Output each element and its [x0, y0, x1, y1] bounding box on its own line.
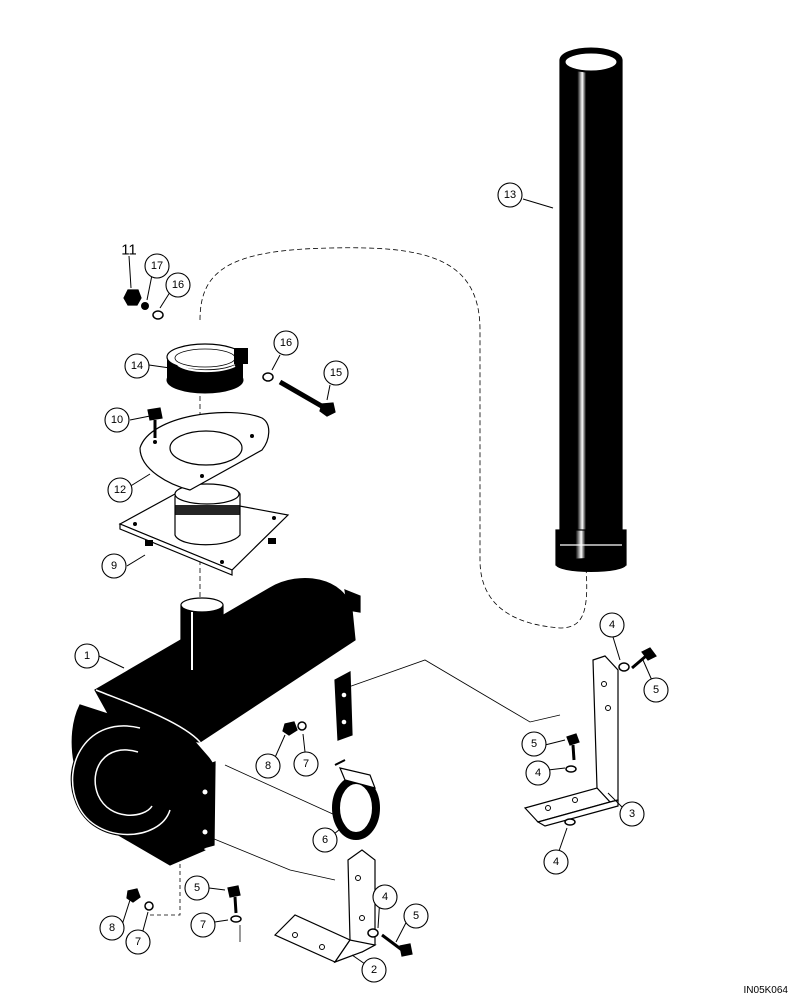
svg-text:5: 5 — [413, 910, 419, 922]
svg-text:7: 7 — [135, 936, 141, 948]
svg-text:15: 15 — [330, 367, 342, 379]
svg-text:7: 7 — [200, 919, 206, 931]
callout-8: 8 — [99, 915, 125, 941]
callout-5: 5 — [184, 875, 210, 901]
tail-pipe — [555, 47, 627, 572]
callout-7: 7 — [125, 929, 151, 955]
svg-text:8: 8 — [265, 760, 271, 772]
callout-16: 16 — [273, 330, 299, 356]
callout-8: 8 — [255, 753, 281, 779]
callout-4: 4 — [543, 849, 569, 875]
callout-4: 4 — [372, 884, 398, 910]
svg-text:4: 4 — [609, 619, 615, 631]
svg-text:4: 4 — [382, 891, 388, 903]
callout-14: 14 — [124, 353, 150, 379]
callout-13: 13 — [497, 182, 523, 208]
mount-plate — [118, 483, 290, 576]
callout-4: 4 — [525, 760, 551, 786]
callout-9: 9 — [101, 553, 127, 579]
callout-5: 5 — [521, 731, 547, 757]
svg-text:7: 7 — [303, 758, 309, 770]
callout-15: 15 — [323, 360, 349, 386]
muffler — [70, 577, 361, 866]
svg-text:6: 6 — [322, 834, 328, 846]
svg-text:9: 9 — [111, 560, 117, 572]
svg-text:16: 16 — [172, 279, 184, 291]
svg-text:5: 5 — [531, 738, 537, 750]
svg-text:1: 1 — [84, 650, 90, 662]
drawing-code: IN05K064 — [744, 985, 789, 996]
callout-5: 5 — [643, 677, 669, 703]
callout-7: 7 — [293, 751, 319, 777]
callout-11: 11 — [121, 242, 137, 259]
svg-text:12: 12 — [114, 484, 126, 496]
callout-12: 12 — [107, 477, 133, 503]
band-clamp — [332, 759, 380, 840]
support-bracket-bottom — [273, 849, 377, 964]
callout-3: 3 — [619, 801, 645, 827]
svg-text:17: 17 — [151, 260, 163, 272]
hardware — [123, 289, 657, 957]
svg-text:5: 5 — [653, 684, 659, 696]
callouts: 1 2 3 4 4 4 4 5 5 5 5 6 7 7 7 8 8 9 10 1… — [74, 182, 669, 983]
svg-text:10: 10 — [111, 414, 123, 426]
svg-text:13: 13 — [504, 189, 516, 201]
svg-text:11: 11 — [121, 242, 137, 259]
svg-text:4: 4 — [553, 856, 559, 868]
callout-16: 16 — [165, 272, 191, 298]
callout-7: 7 — [190, 912, 216, 938]
svg-text:4: 4 — [535, 767, 541, 779]
callout-6: 6 — [312, 827, 338, 853]
callout-4: 4 — [599, 612, 625, 638]
svg-text:3: 3 — [629, 808, 635, 820]
svg-text:14: 14 — [131, 360, 143, 372]
flange-gasket — [139, 411, 270, 491]
callout-17: 17 — [144, 253, 170, 279]
svg-text:8: 8 — [109, 922, 115, 934]
callout-1: 1 — [74, 643, 100, 669]
callout-10: 10 — [104, 407, 130, 433]
support-bracket-right — [523, 655, 619, 827]
pipe-clamp-top — [166, 343, 248, 394]
svg-text:2: 2 — [371, 964, 377, 976]
callout-2: 2 — [361, 957, 387, 983]
svg-text:5: 5 — [194, 882, 200, 894]
phantom-lines — [150, 247, 588, 942]
callout-5: 5 — [403, 903, 429, 929]
svg-text:16: 16 — [280, 337, 292, 349]
